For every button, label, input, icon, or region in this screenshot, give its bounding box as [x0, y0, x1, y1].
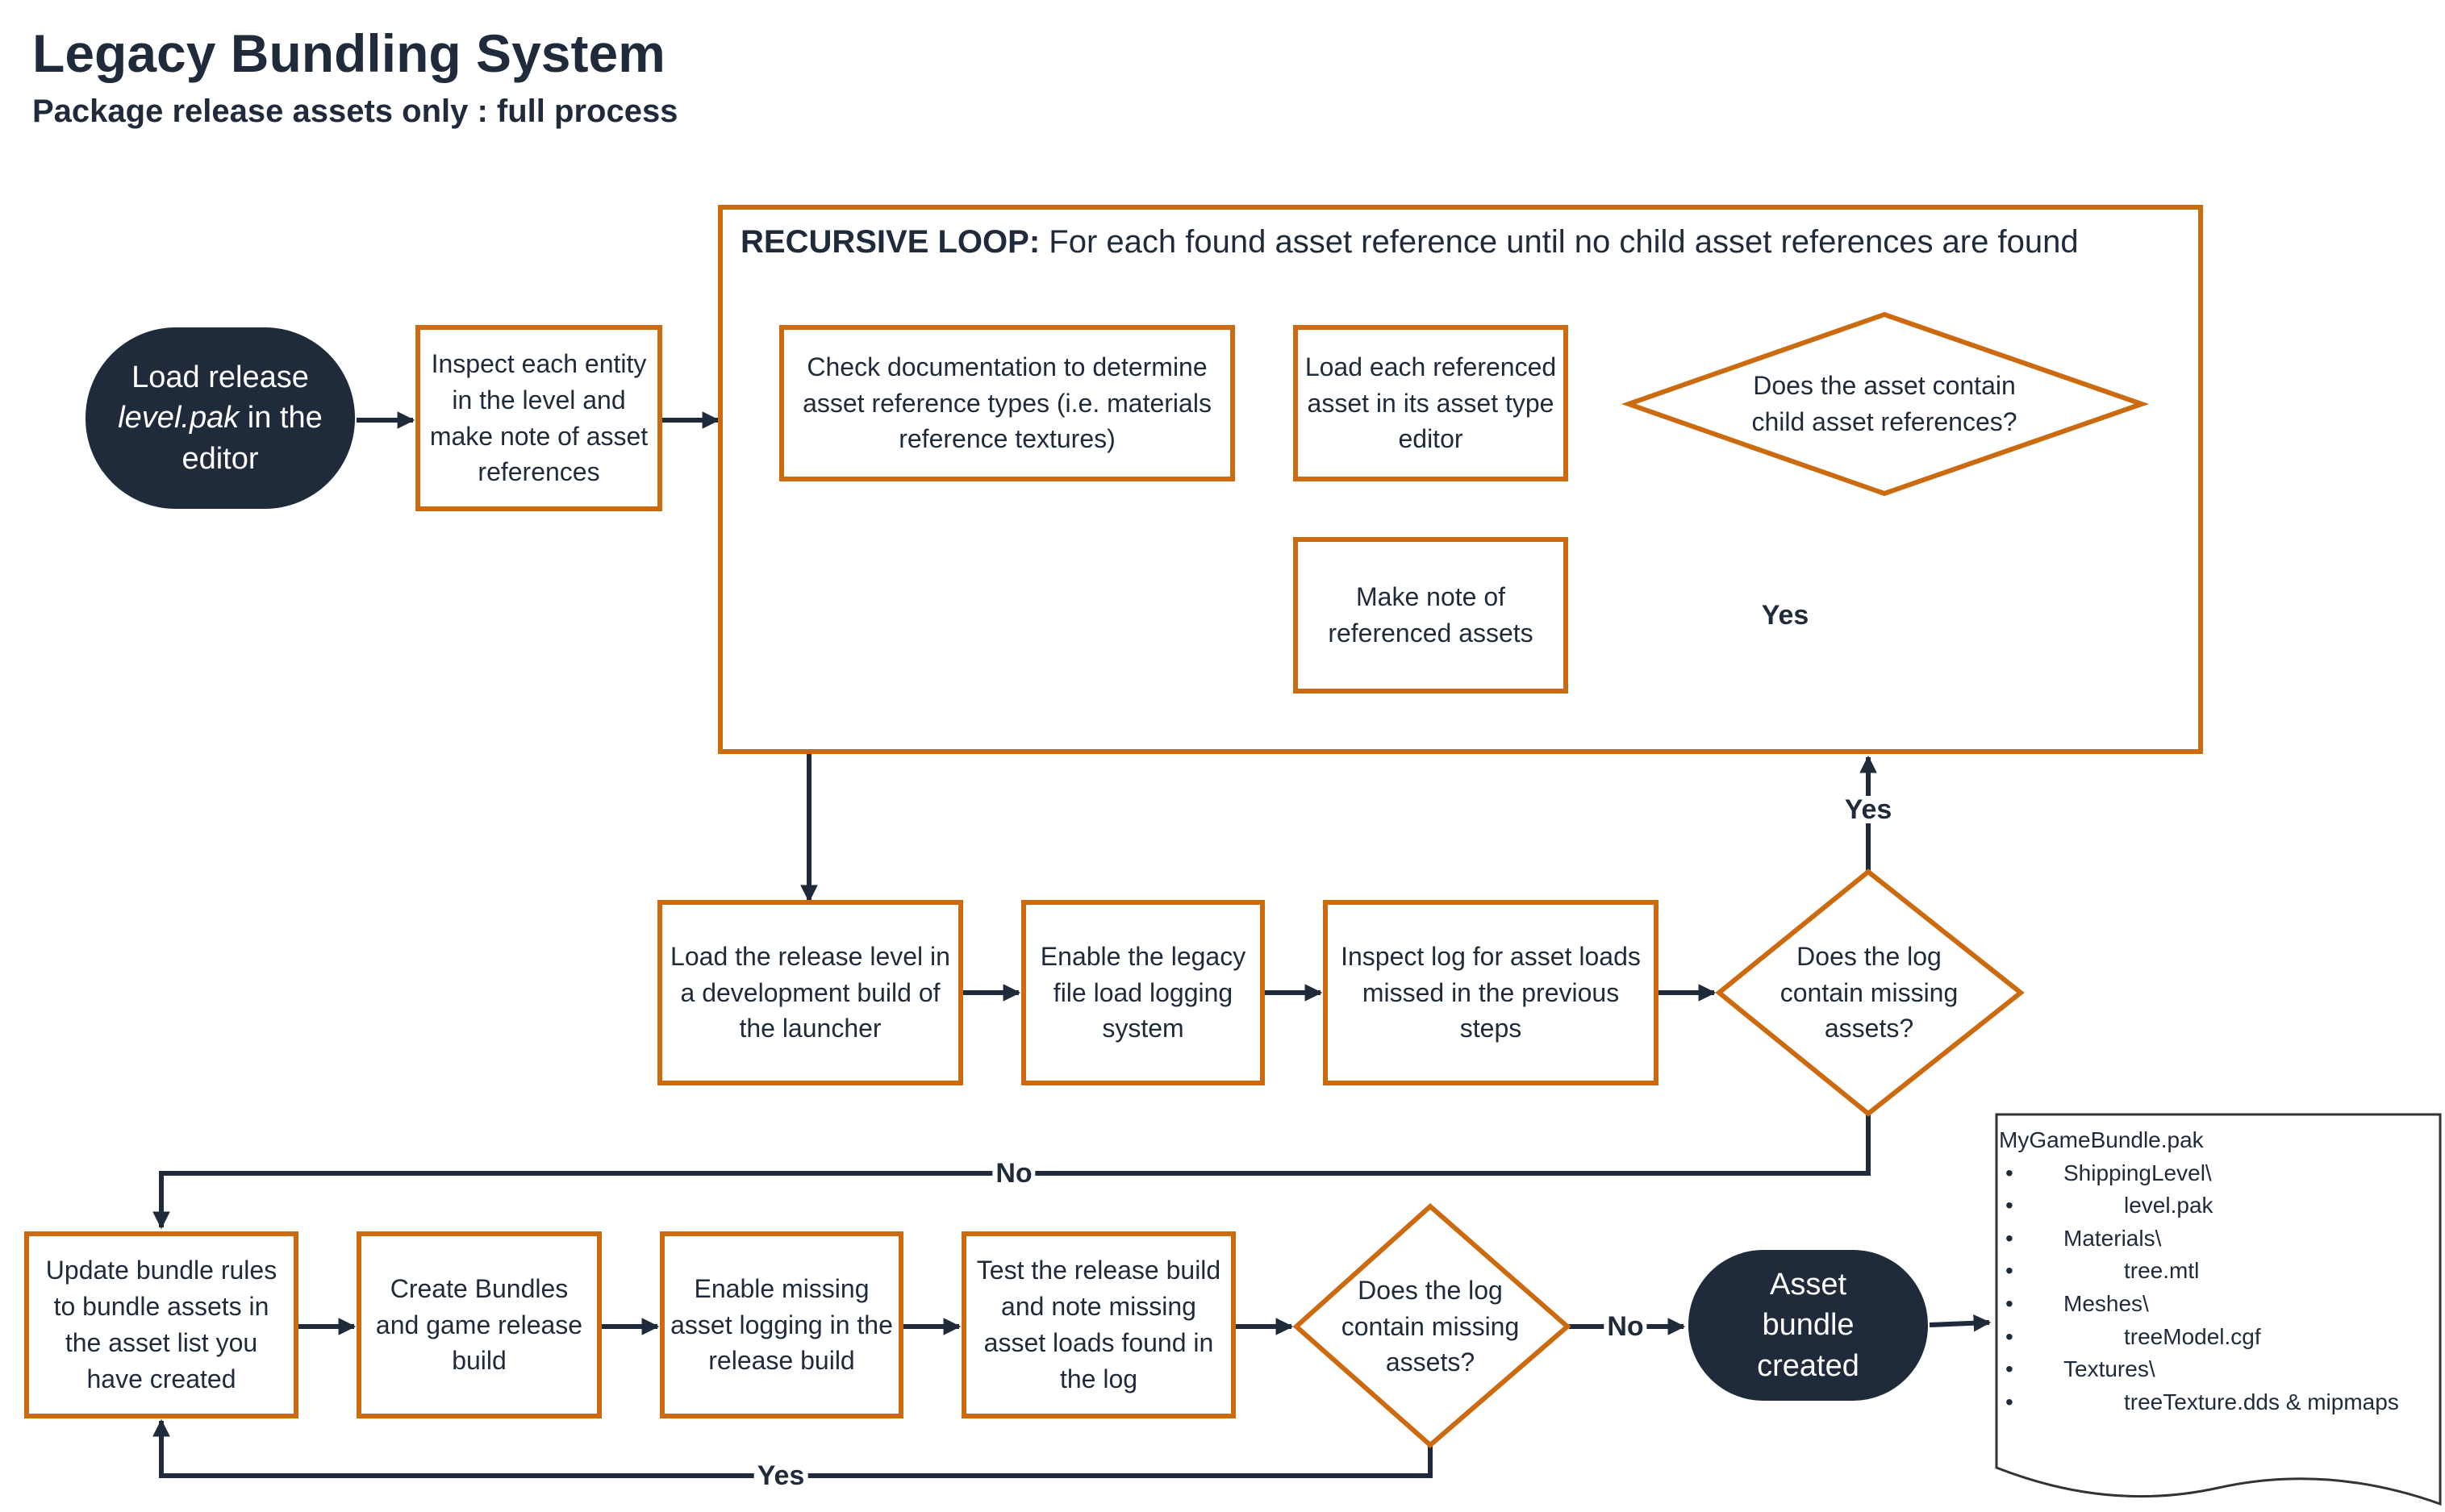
bundle-document-row: • Meshes\: [1999, 1288, 2204, 1321]
terminal-load-release: [86, 327, 355, 509]
box-make-note-referenced: [1293, 537, 1568, 694]
edge-label-missing-assets-yes: Yes: [1841, 796, 1896, 823]
bundle-document-title: MyGameBundle.pak: [1999, 1127, 2204, 1152]
node-enable-legacy-logging: Enable the legacy file load logging syst…: [1040, 941, 1246, 1043]
loop-heading-text: For each found asset reference until no …: [1040, 224, 2079, 260]
box-load-dev-build: [657, 900, 963, 1085]
box-create-bundles: [357, 1231, 602, 1418]
bundle-document-bullet: •: [2005, 1160, 2013, 1185]
bundle-document-folder: Meshes\: [2063, 1290, 2149, 1316]
node-missing-assets-decision-2: Does the log contain missing assets?: [1341, 1275, 1520, 1377]
box-inspect-each-entity: [415, 325, 662, 511]
arrow-bundle-to-document: [1929, 1314, 1992, 1332]
bundle-document-row: • Textures\: [1999, 1353, 2204, 1386]
node-update-bundle-rules: Update bundle rules to bundle assets in …: [45, 1256, 277, 1393]
diamond-child-references: [1621, 311, 2150, 497]
node-load-release-level: Load release level.pak in the editor: [86, 327, 355, 509]
bundle-document-bullet: •: [2005, 1193, 2013, 1218]
bundle-document: MyGameBundle.pak • ShippingLevel\ • level.p…: [1999, 1124, 2399, 1419]
node-check-documentation: Check documentation to determine asset r…: [803, 352, 1212, 454]
bundle-document-bullet: •: [2005, 1356, 2013, 1382]
bundle-document-file: treeModel.cgf: [2124, 1323, 2261, 1349]
bundle-document-row: • treeModel.cgf: [1999, 1321, 2261, 1354]
node-test-release-build: Test the release build and note missing …: [976, 1256, 1221, 1393]
bundle-document-bullet: •: [2005, 1258, 2013, 1284]
page-subtitle: Package release assets only : full proce…: [32, 94, 678, 129]
bundle-document-row: • treeTexture.dds & mipmaps: [1999, 1386, 2399, 1419]
box-update-bundle-rules: [24, 1231, 298, 1418]
edge-label-child-refs-yes: Yes: [1758, 602, 1813, 629]
node-inspect-each-entity: Inspect each entity in the level and mak…: [429, 348, 649, 487]
bundle-document-items: • ShippingLevel\ • level.pak • Materials\ • tre…: [1999, 1157, 2399, 1419]
diamond-missing-assets-2: [1292, 1202, 1571, 1448]
node-load-each-referenced: Load each referenced asset in its asset …: [1304, 352, 1557, 454]
loop-heading-bold: RECURSIVE LOOP:: [741, 224, 1041, 260]
box-enable-legacy-logging: [1021, 900, 1265, 1085]
node-load-dev-build: Load the release level in a development …: [670, 941, 950, 1043]
load-release-prefix: Load release: [131, 360, 309, 395]
node-child-references-decision: Does the asset contain child asset refer…: [1751, 371, 2017, 436]
bundle-document-row: • ShippingLevel\: [1999, 1157, 2212, 1190]
node-make-note-referenced: Make note of referenced assets: [1328, 582, 1533, 648]
load-release-italic: level.pak: [118, 401, 240, 435]
bundle-document-folder: ShippingLevel\: [2063, 1160, 2212, 1185]
load-release-suffix: in the: [239, 401, 323, 435]
bundle-document-row: • tree.mtl: [1999, 1255, 2204, 1288]
node-create-bundles: Create Bundles and game release build: [375, 1273, 583, 1376]
load-release-last: editor: [181, 441, 259, 476]
recursive-loop-heading: RECURSIVE LOOP: For each found asset ref…: [741, 224, 2079, 260]
box-test-release-build: [962, 1231, 1236, 1418]
bundle-document-folder: Textures\: [2063, 1356, 2155, 1382]
box-check-documentation: [779, 325, 1235, 481]
bundle-document-file: level.pak: [2124, 1193, 2213, 1218]
page-title: Legacy Bundling System: [32, 23, 665, 83]
bundle-document-bullet: •: [2005, 1323, 2013, 1349]
terminal-asset-bundle: [1688, 1250, 1928, 1401]
box-enable-missing-logging: [660, 1231, 903, 1418]
edge-label-final-check-yes: Yes: [753, 1462, 808, 1489]
edge-label-missing-assets-no: No: [992, 1160, 1036, 1187]
bundle-document-folder: Materials\: [2063, 1225, 2162, 1251]
bundle-document-bullet: •: [2005, 1389, 2013, 1414]
bundle-document-row: • Materials\: [1999, 1223, 2204, 1256]
bundle-document-row: • level.pak: [1999, 1189, 2213, 1223]
node-missing-assets-decision-1: Does the log contain missing assets?: [1780, 941, 1959, 1043]
box-inspect-log: [1323, 900, 1659, 1085]
bundle-document-bullet: •: [2005, 1225, 2013, 1251]
bundle-document-shape: [1995, 1113, 2442, 1506]
node-inspect-log: Inspect log for asset loads missed in th…: [1341, 941, 1641, 1043]
node-enable-missing-logging: Enable missing asset logging in the rele…: [670, 1273, 893, 1376]
bundle-document-file: tree.mtl: [2124, 1258, 2200, 1284]
box-load-each-referenced: [1293, 325, 1568, 481]
node-asset-bundle-created: Asset bundle created: [1757, 1268, 1859, 1383]
edge-label-final-check-no: No: [1604, 1313, 1647, 1340]
bundle-document-file: treeTexture.dds & mipmaps: [2124, 1389, 2399, 1414]
bundle-document-bullet: •: [2005, 1290, 2013, 1316]
diamond-missing-assets-1: [1715, 868, 2025, 1117]
